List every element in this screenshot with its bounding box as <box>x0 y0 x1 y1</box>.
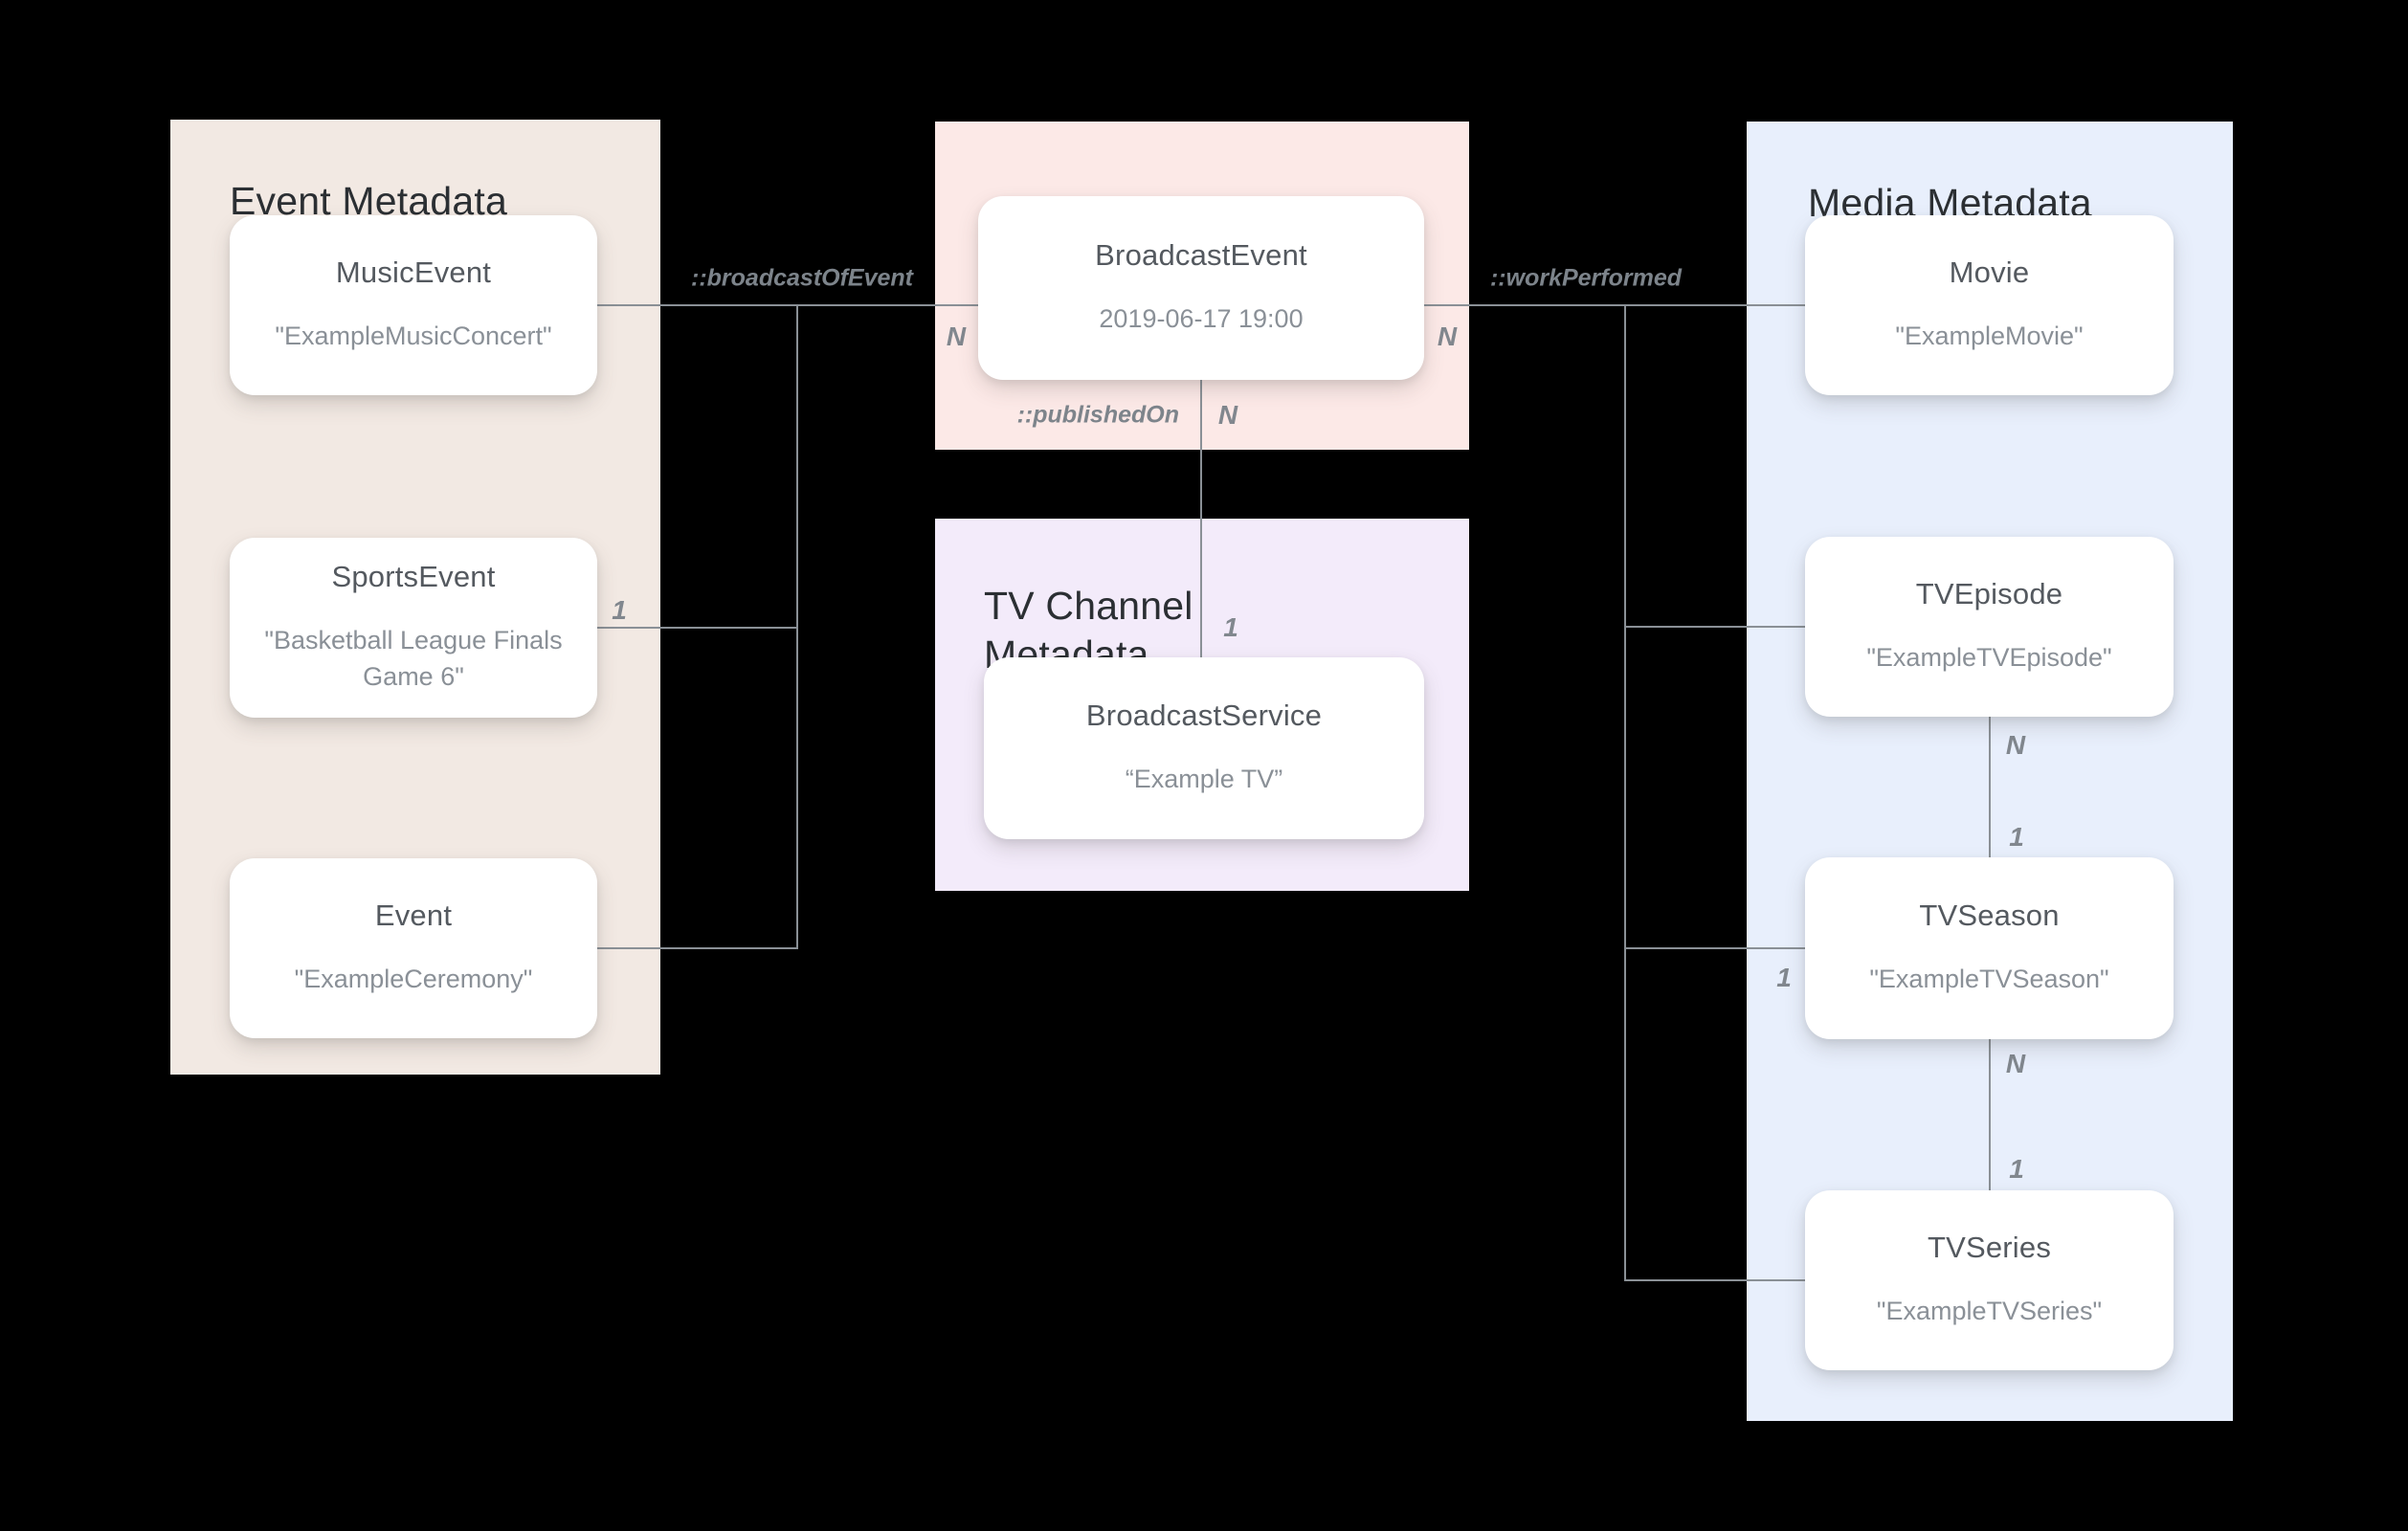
card-event-title: Event <box>374 899 453 933</box>
cardinality-1-broadcast-service: 1 <box>1223 612 1238 642</box>
card-tv-episode-title: TVEpisode <box>1915 577 2063 611</box>
tv-channel-metadata-title: TV Channel Metadata <box>984 584 1193 677</box>
card-tv-series-subtitle: "ExampleTVSeries" <box>1876 1297 2103 1326</box>
connector-tvepisode-tvseason <box>1989 717 1991 857</box>
card-movie: Movie "ExampleMovie" <box>1805 215 2174 395</box>
connector-broadcastevent-movie <box>1424 304 1805 306</box>
card-event: Event "ExampleCeremony" <box>230 858 597 1038</box>
card-tv-episode: TVEpisode "ExampleTVEpisode" <box>1805 537 2174 717</box>
connector-tvseries-branch <box>1624 1279 1805 1281</box>
cardinality-n-episode-season: N <box>2005 730 2026 760</box>
card-movie-title: Movie <box>1949 255 2030 290</box>
card-tv-series: TVSeries "ExampleTVSeries" <box>1805 1190 2174 1370</box>
cardinality-1-tv-season: 1 <box>1776 963 1792 992</box>
cardinality-n-season-series: N <box>2005 1049 2026 1078</box>
card-event-subtitle: "ExampleCeremony" <box>294 965 533 994</box>
card-broadcast-service-title: BroadcastService <box>1085 699 1323 733</box>
connector-sportsevent-branch <box>597 627 797 629</box>
card-tv-season: TVSeason "ExampleTVSeason" <box>1805 857 2174 1039</box>
work-performed-label: ::workPerformed <box>1489 264 1683 292</box>
card-broadcast-event: BroadcastEvent 2019-06-17 19:00 <box>978 196 1424 380</box>
cardinality-1-sports-event: 1 <box>612 595 627 625</box>
card-music-event-title: MusicEvent <box>335 255 492 290</box>
card-broadcast-event-subtitle: 2019-06-17 19:00 <box>1099 304 1304 334</box>
card-music-event: MusicEvent "ExampleMusicConcert" <box>230 215 597 395</box>
card-broadcast-event-title: BroadcastEvent <box>1095 238 1307 273</box>
connector-tvseason-branch <box>1624 947 1805 949</box>
card-sports-event: SportsEvent "Basketball League Finals Ga… <box>230 538 597 718</box>
card-tv-season-title: TVSeason <box>1919 899 2060 933</box>
cardinality-1-episode-season: 1 <box>2009 822 2024 852</box>
connector-tvseason-tvseries <box>1989 1039 1991 1190</box>
card-tv-series-title: TVSeries <box>1927 1231 2052 1265</box>
connector-right-trunk <box>1624 304 1626 1281</box>
card-sports-event-subtitle: "Basketball League Finals Game 6" <box>264 626 563 691</box>
broadcast-of-event-label: ::broadcastOfEvent <box>691 264 913 292</box>
connector-event-branch <box>597 947 797 949</box>
cardinality-1-season-series: 1 <box>2009 1154 2024 1184</box>
connector-left-trunk <box>796 304 798 949</box>
card-music-event-subtitle: "ExampleMusicConcert" <box>275 322 552 351</box>
card-movie-subtitle: "ExampleMovie" <box>1895 322 2084 351</box>
connector-musicevent-broadcastevent <box>597 304 978 306</box>
connector-broadcastevent-broadcastservice <box>1200 380 1202 657</box>
cardinality-n-broadcast-left: N <box>946 322 967 351</box>
cardinality-n-broadcast-right: N <box>1437 322 1458 351</box>
card-tv-season-subtitle: "ExampleTVSeason" <box>1869 965 2109 994</box>
card-broadcast-service: BroadcastService “Example TV” <box>984 657 1424 839</box>
card-broadcast-service-subtitle: “Example TV” <box>1125 765 1283 794</box>
published-on-label: ::publishedOn <box>1016 401 1179 429</box>
connector-tvepisode-branch <box>1624 626 1805 628</box>
card-tv-episode-subtitle: "ExampleTVEpisode" <box>1866 643 2112 673</box>
cardinality-n-published-on: N <box>1217 400 1238 430</box>
card-sports-event-title: SportsEvent <box>331 560 496 594</box>
